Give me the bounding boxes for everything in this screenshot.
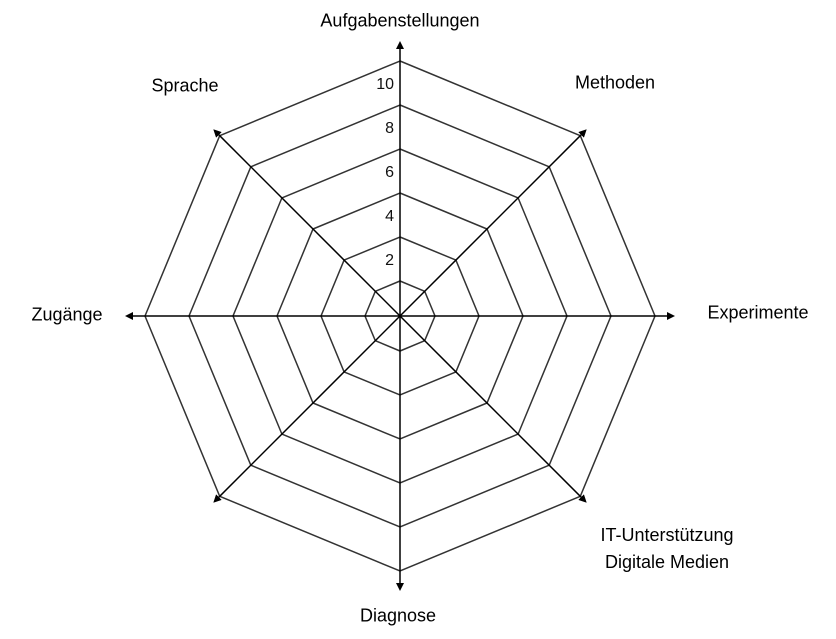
axis-sprache — [213, 129, 401, 317]
axis-label-zugaenge: Zugänge — [31, 304, 103, 325]
axis-label-experimente: Experimente — [707, 302, 809, 323]
axis-label-it-line1: IT-Unterstützung — [600, 525, 734, 545]
axis-label-methoden: Methoden — [574, 72, 656, 93]
axis-label-it-digitale-medien: IT-Unterstützung Digitale Medien — [600, 522, 733, 576]
axis-label-diagnose: Diagnose — [359, 605, 437, 626]
axis-it-digitale-medien — [399, 315, 587, 503]
axis-unused — [213, 315, 401, 503]
tick-label-10: 10 — [376, 76, 394, 93]
tick-label-2: 2 — [385, 252, 394, 269]
axis-methoden — [399, 129, 587, 317]
axis-label-it-line2: Digitale Medien — [604, 552, 730, 572]
axis-label-aufgabenstellungen: Aufgabenstellungen — [320, 10, 480, 31]
tick-label-4: 4 — [385, 208, 394, 225]
tick-label-6: 6 — [385, 164, 394, 181]
axis-label-sprache: Sprache — [151, 75, 219, 96]
tick-label-8: 8 — [385, 120, 394, 137]
